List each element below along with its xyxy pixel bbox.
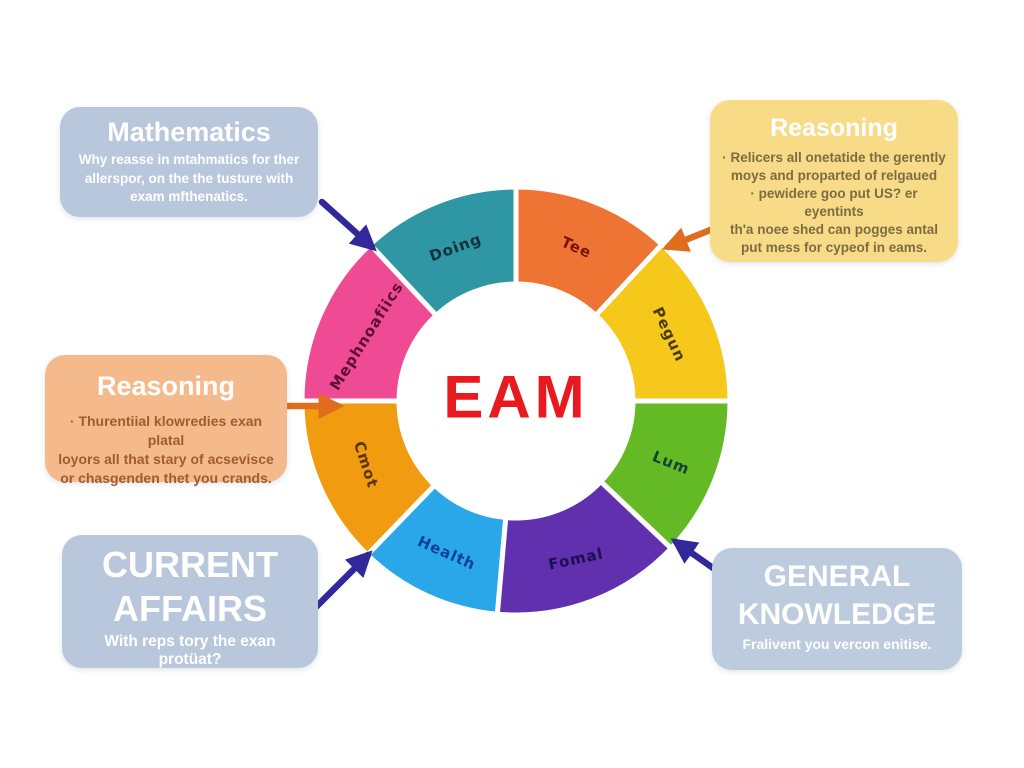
callout-mathematics: Mathematics Why reasse in mtahmatics for… xyxy=(60,107,318,217)
callout-reasoning-right-body: · Relicers all onetatide the gerently mo… xyxy=(722,150,946,256)
callout-current-affairs-title: CURRENT AFFAIRS xyxy=(102,544,278,629)
callout-general-knowledge-title: GENERAL KNOWLEDGE xyxy=(737,560,937,632)
callout-mathematics-body: Why reasse in mtahmatics for ther allers… xyxy=(78,152,300,205)
callout-general-knowledge: GENERAL KNOWLEDGE Fralivent you vercon e… xyxy=(712,548,962,670)
arrow-mathematics-icon xyxy=(318,198,377,252)
callout-reasoning-right-title: Reasoning xyxy=(770,114,898,142)
callout-reasoning-left: Reasoning · Thurentiial klowredies exan … xyxy=(45,355,287,486)
callout-current-affairs-body: With reps tory the exan protüat? xyxy=(104,632,276,668)
callout-general-knowledge-body: Fralivent you vercon enitise. xyxy=(742,635,932,652)
callout-mathematics-title: Mathematics xyxy=(107,117,271,147)
arrow-general-knowledge-icon xyxy=(670,538,717,572)
callout-reasoning-left-title: Reasoning xyxy=(96,371,236,401)
callout-current-affairs: CURRENT AFFAIRS With reps tory the exan … xyxy=(62,535,318,668)
callout-reasoning-left-body: · Thurentiial klowredies exan platal loy… xyxy=(58,413,274,487)
center-label-eam: EAM xyxy=(443,364,588,431)
callout-reasoning-right: Reasoning · Relicers all onetatide the g… xyxy=(710,100,958,262)
